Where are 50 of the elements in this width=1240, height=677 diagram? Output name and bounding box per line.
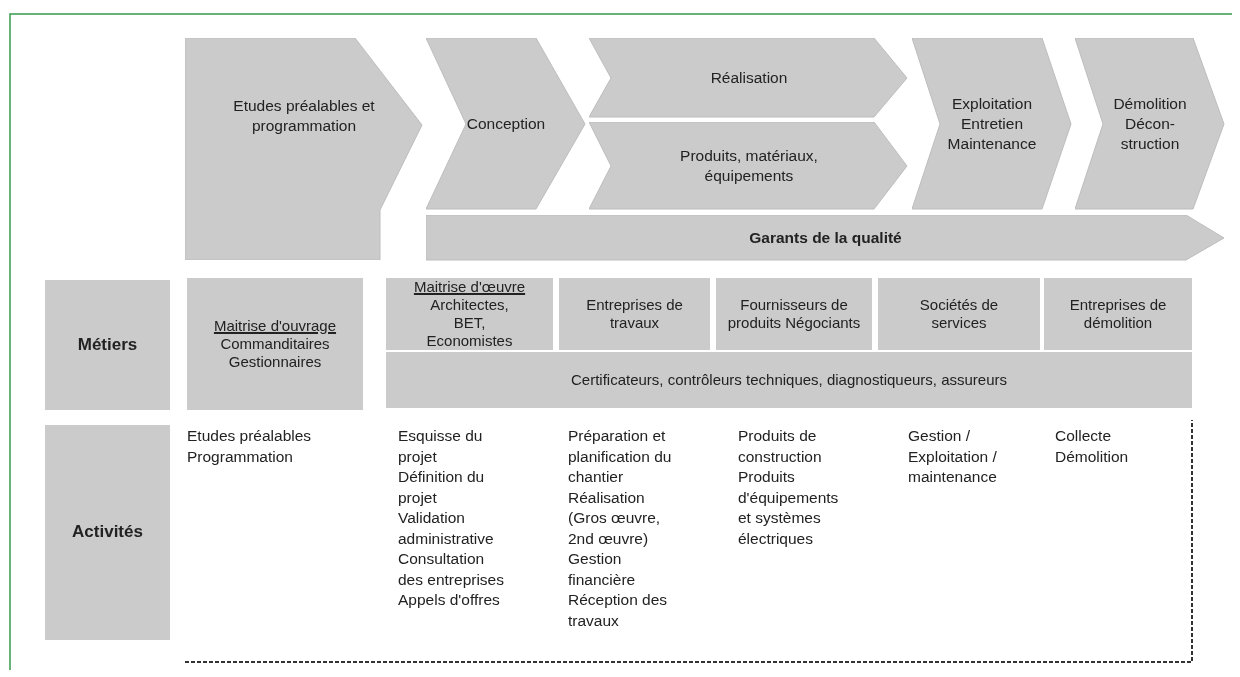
node-text: Architectes, BET, Economistes (425, 296, 514, 350)
phase-step (912, 38, 1072, 210)
profession-box (187, 278, 363, 410)
phase-step (185, 38, 423, 260)
node-text: Etudes préalables et programmation (232, 96, 376, 137)
phase-step (589, 122, 909, 210)
activity-text: Consultation des entreprises (398, 549, 505, 590)
heading-text: Maitrise d'ouvrage (213, 317, 337, 335)
activity-text: Gestion / Exploitation / maintenance (908, 426, 998, 487)
profession-box (386, 352, 1192, 408)
node-text: Sociétés de services (918, 296, 1000, 332)
node-text: Démolition Décon- struction (1112, 93, 1188, 155)
activity-text: Programmation (187, 446, 294, 467)
activity-text: Collecte (1055, 426, 1112, 446)
activity-text: Validation administrative (398, 508, 495, 549)
activity-text: Esquisse du projet (398, 426, 484, 467)
activity-text: Produits de construction (738, 426, 823, 467)
activity-text: Produits d'équipements et systèmes électriques (738, 467, 840, 549)
node-text: Réalisation (710, 67, 788, 88)
phase-step (426, 38, 586, 210)
activity-text: Réception des travaux (568, 590, 669, 631)
node-text: Entreprises de travaux (585, 296, 684, 332)
node-text: Commanditaires Gestionnaires (219, 335, 331, 371)
profession-box (716, 278, 872, 350)
quality-band (426, 215, 1225, 261)
activity-text: Préparation et planification du chantier (568, 426, 673, 487)
profession-box (878, 278, 1040, 350)
node-text: Activités (72, 522, 143, 543)
node-text: Certificateurs, contrôleurs techniques, diagnostiqueurs, assureurs (570, 371, 1008, 389)
activity-text: Etudes préalables (187, 426, 313, 446)
row-header (45, 280, 170, 410)
profession-box (1044, 278, 1192, 350)
node-text: Produits, matériaux, équipements (679, 145, 819, 186)
activity-text: Appels d'offres (398, 590, 501, 610)
phase-step (1075, 38, 1225, 210)
node-text: Conception (466, 113, 546, 134)
activity-text: Démolition (1055, 446, 1130, 467)
node-text: Fournisseurs de produits Négociants (726, 296, 862, 332)
heading-text: Maitrise d'œuvre (413, 278, 526, 296)
node-text: Garants de la qualité (749, 227, 902, 248)
node-text: Métiers (77, 334, 138, 356)
profession-box (386, 278, 553, 350)
row-header (45, 425, 170, 640)
activity-text: Définition du projet (398, 467, 486, 508)
phase-step (589, 38, 909, 118)
profession-box (559, 278, 710, 350)
node-text: Entreprises de démolition (1068, 296, 1168, 332)
activity-text: Gestion financière (568, 549, 637, 590)
activity-text: Réalisation (Gros œuvre, 2nd œuvre) (568, 487, 662, 549)
node-text: Exploitation Entretien Maintenance (946, 93, 1038, 155)
